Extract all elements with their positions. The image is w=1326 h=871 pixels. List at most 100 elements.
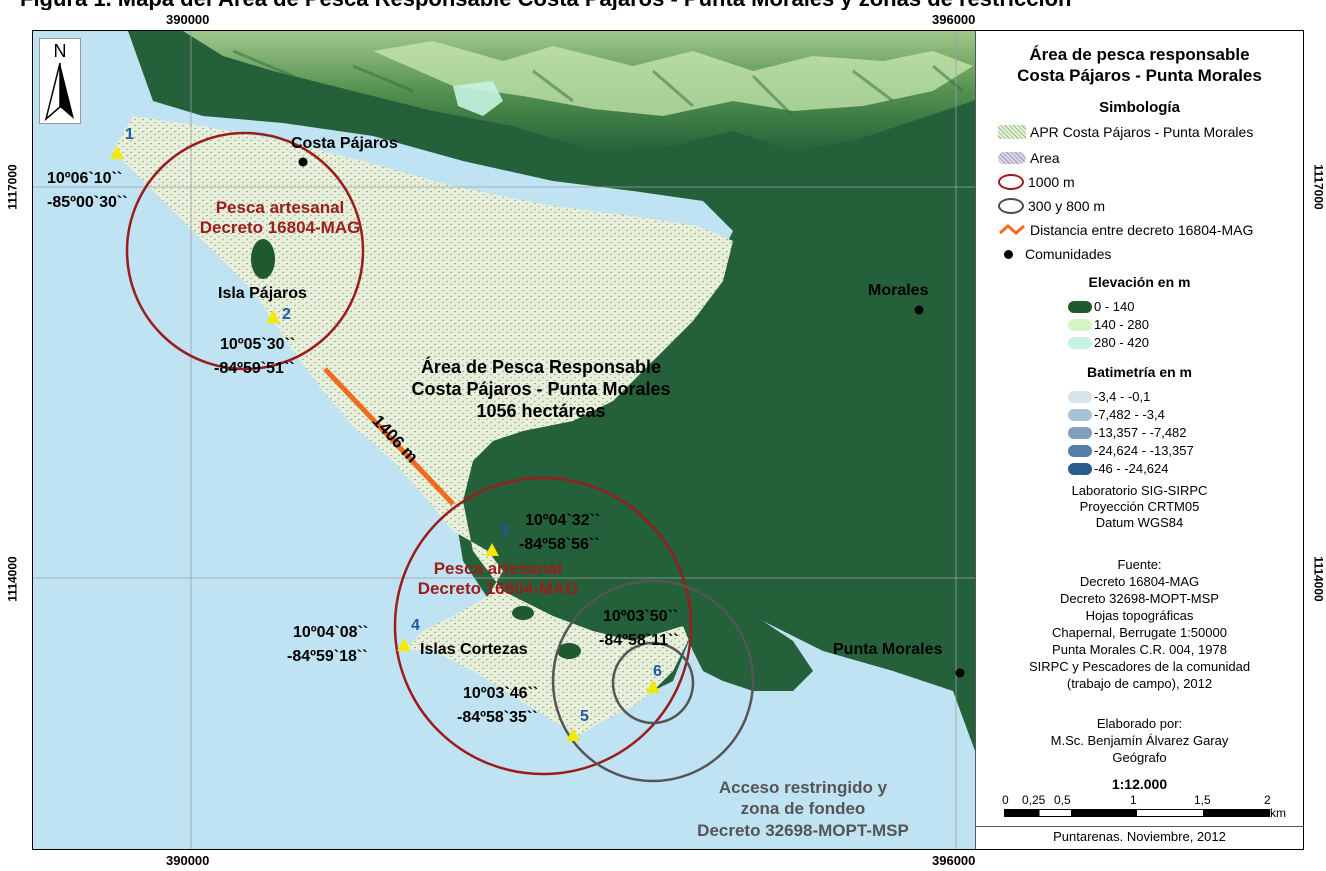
point-marker-4[interactable]: [397, 638, 411, 651]
ridge-lines: [232, 49, 964, 118]
point-number-5: 5: [580, 708, 589, 725]
circle-300m[interactable]: [611, 641, 695, 725]
grid-label-right-bottom: 1114000: [1311, 556, 1326, 602]
point-6-lon: -84º58`11``: [599, 632, 679, 649]
distance-line[interactable]: [323, 367, 455, 506]
community-dot-costa-pajaros[interactable]: [298, 157, 308, 167]
grid-label-top-right: 396000: [932, 12, 976, 27]
point-number-6: 6: [653, 663, 662, 680]
hills-peak: [453, 81, 503, 116]
hills-high-elevation: [373, 41, 973, 116]
legend-elevation-title: Elevación en m: [1088, 274, 1191, 290]
point-2-lat: 10º05`30``: [220, 336, 295, 353]
point-number-1: 1: [125, 126, 134, 143]
scalebar-bar: [1004, 809, 1270, 817]
distance-line-icon: [999, 224, 1025, 235]
red-ring-icon: [998, 174, 1024, 190]
credits-projection: Proyección CRTM05: [1079, 499, 1200, 514]
community-dot-morales[interactable]: [914, 305, 924, 315]
grid-label-left-bottom: 1114000: [5, 556, 20, 602]
isla-corteza-a-shape: [512, 606, 534, 620]
legend-item-apr: APR Costa Pájaros - Punta Morales: [998, 124, 1253, 140]
circle-800m[interactable]: [551, 579, 755, 783]
map-scale: 1:12.000: [1111, 776, 1168, 792]
legend-bath-3: -24,624 - -13,357: [1068, 443, 1194, 458]
legend-item-300-800m: 300 y 800 m: [998, 198, 1105, 214]
grid-label-left-top: 1117000: [5, 164, 20, 210]
scalebar: 0 0,25 0,5 1 1,5 2 km: [1002, 793, 1292, 827]
circle-1000m-south[interactable]: [393, 476, 693, 776]
scalebar-unit: km: [1270, 806, 1286, 820]
point-6-lat: 10º03`50``: [603, 608, 678, 625]
artisanal-north-line1: Pesca artesanal: [216, 198, 345, 217]
apr-label-line3: 1056 hectáreas: [476, 401, 605, 421]
gray-ring-icon: [998, 198, 1024, 214]
point-4-lon: -84º59`18``: [287, 648, 368, 665]
hatch-icon: [998, 152, 1026, 164]
point-marker-1[interactable]: [110, 146, 124, 159]
point-number-4: 4: [411, 617, 420, 634]
restricted-label-line1: Acceso restringido y: [719, 778, 888, 797]
elev-swatch-0: [1068, 300, 1092, 313]
island-label-islas-cortezas: Islas Cortezas: [420, 641, 528, 658]
apr-label-line1: Área de Pesca Responsable: [421, 356, 661, 377]
point-5-lon: -84º58`35``: [457, 709, 538, 726]
elev-swatch-2: [1068, 336, 1092, 349]
point-marker-5[interactable]: [566, 728, 580, 741]
legend-bath-0: -3,4 - -0,1: [1068, 389, 1150, 404]
legend-elev-1: 140 - 280: [1068, 317, 1149, 332]
apr-label-line2: Costa Pájaros - Punta Morales: [411, 379, 670, 399]
isla-pajaros-shape: [251, 239, 275, 279]
community-label-costa-pajaros: Costa Pájaros: [291, 135, 398, 152]
scalebar-tick-2: 0,5: [1054, 793, 1071, 807]
header-strip: Figura 1. Mapa del Área de Pesca Respons…: [0, 0, 1326, 10]
grid-label-top-left: 390000: [166, 12, 210, 27]
point-marker-6[interactable]: [646, 680, 660, 693]
point-3-lon: -84º58`56``: [519, 536, 600, 553]
source-6: (trabajo de campo), 2012: [1066, 676, 1213, 691]
restricted-label-line2: zona de fondeo: [741, 799, 866, 818]
community-dot-icon: [1004, 249, 1013, 259]
author-role: Geógrafo: [1112, 750, 1167, 765]
legend-panel: Área de pesca responsable Costa Pájaros …: [975, 31, 1303, 849]
legend-item-area: Area: [998, 150, 1060, 166]
community-dot-punta-morales[interactable]: [955, 668, 965, 678]
north-arrow-label: N: [53, 41, 67, 61]
legend-bath-1: -7,482 - -3,4: [1068, 407, 1165, 422]
bath-swatch-1: [1068, 408, 1092, 421]
point-marker-2[interactable]: [266, 310, 280, 323]
north-arrow-icon: [44, 62, 74, 121]
scalebar-tick-1: 0,25: [1022, 793, 1046, 807]
bath-swatch-4: [1068, 462, 1092, 475]
legend-elev-0: 0 - 140: [1068, 299, 1134, 314]
legend-item-1000m: 1000 m: [998, 174, 1075, 190]
isla-corteza-b-shape: [557, 643, 581, 659]
source-4: Punta Morales C.R. 004, 1978: [1052, 642, 1227, 657]
grid-label-bottom-right: 396000: [932, 853, 976, 868]
artisanal-south-line1: Pesca artesanal: [434, 559, 563, 578]
bath-swatch-0: [1068, 390, 1092, 403]
grid-label-right-top: 1117000: [1311, 164, 1326, 210]
grid-label-bottom-left: 390000: [166, 853, 210, 868]
legend-title-line1: Área de pesca responsable: [1029, 45, 1250, 64]
source-2: Hojas topográficas: [1085, 608, 1194, 623]
author-name: M.Sc. Benjamín Álvarez Garay: [1050, 733, 1229, 748]
source-1: Decreto 32698-MOPT-MSP: [1060, 591, 1219, 606]
source-0: Decreto 16804-MAG: [1079, 574, 1200, 589]
legend-footer: Puntarenas. Noviembre, 2012: [976, 826, 1303, 845]
restricted-label-line3: Decreto 32698-MOPT-MSP: [697, 821, 909, 840]
scalebar-tick-0: 0: [1002, 793, 1009, 807]
legend-bath-4: -46 - -24,624: [1068, 461, 1168, 476]
point-5-lat: 10º03`46``: [463, 685, 538, 702]
stipple-icon: [998, 125, 1026, 139]
legend-title-line2: Costa Pájaros - Punta Morales: [1017, 66, 1262, 85]
scalebar-tick-5: 2: [1264, 793, 1271, 807]
circle-1000m-north[interactable]: [125, 131, 365, 371]
point-marker-3[interactable]: [485, 543, 499, 556]
north-arrow: N: [39, 38, 81, 124]
legend-item-distance: Distancia entre decreto 16804-MAG: [998, 222, 1253, 238]
point-4-lat: 10º04`08``: [293, 624, 368, 641]
point-1-lon: -85º00`30``: [47, 194, 128, 211]
artisanal-north-line2: Decreto 16804-MAG: [200, 218, 361, 237]
legend-elev-2: 280 - 420: [1068, 335, 1149, 350]
